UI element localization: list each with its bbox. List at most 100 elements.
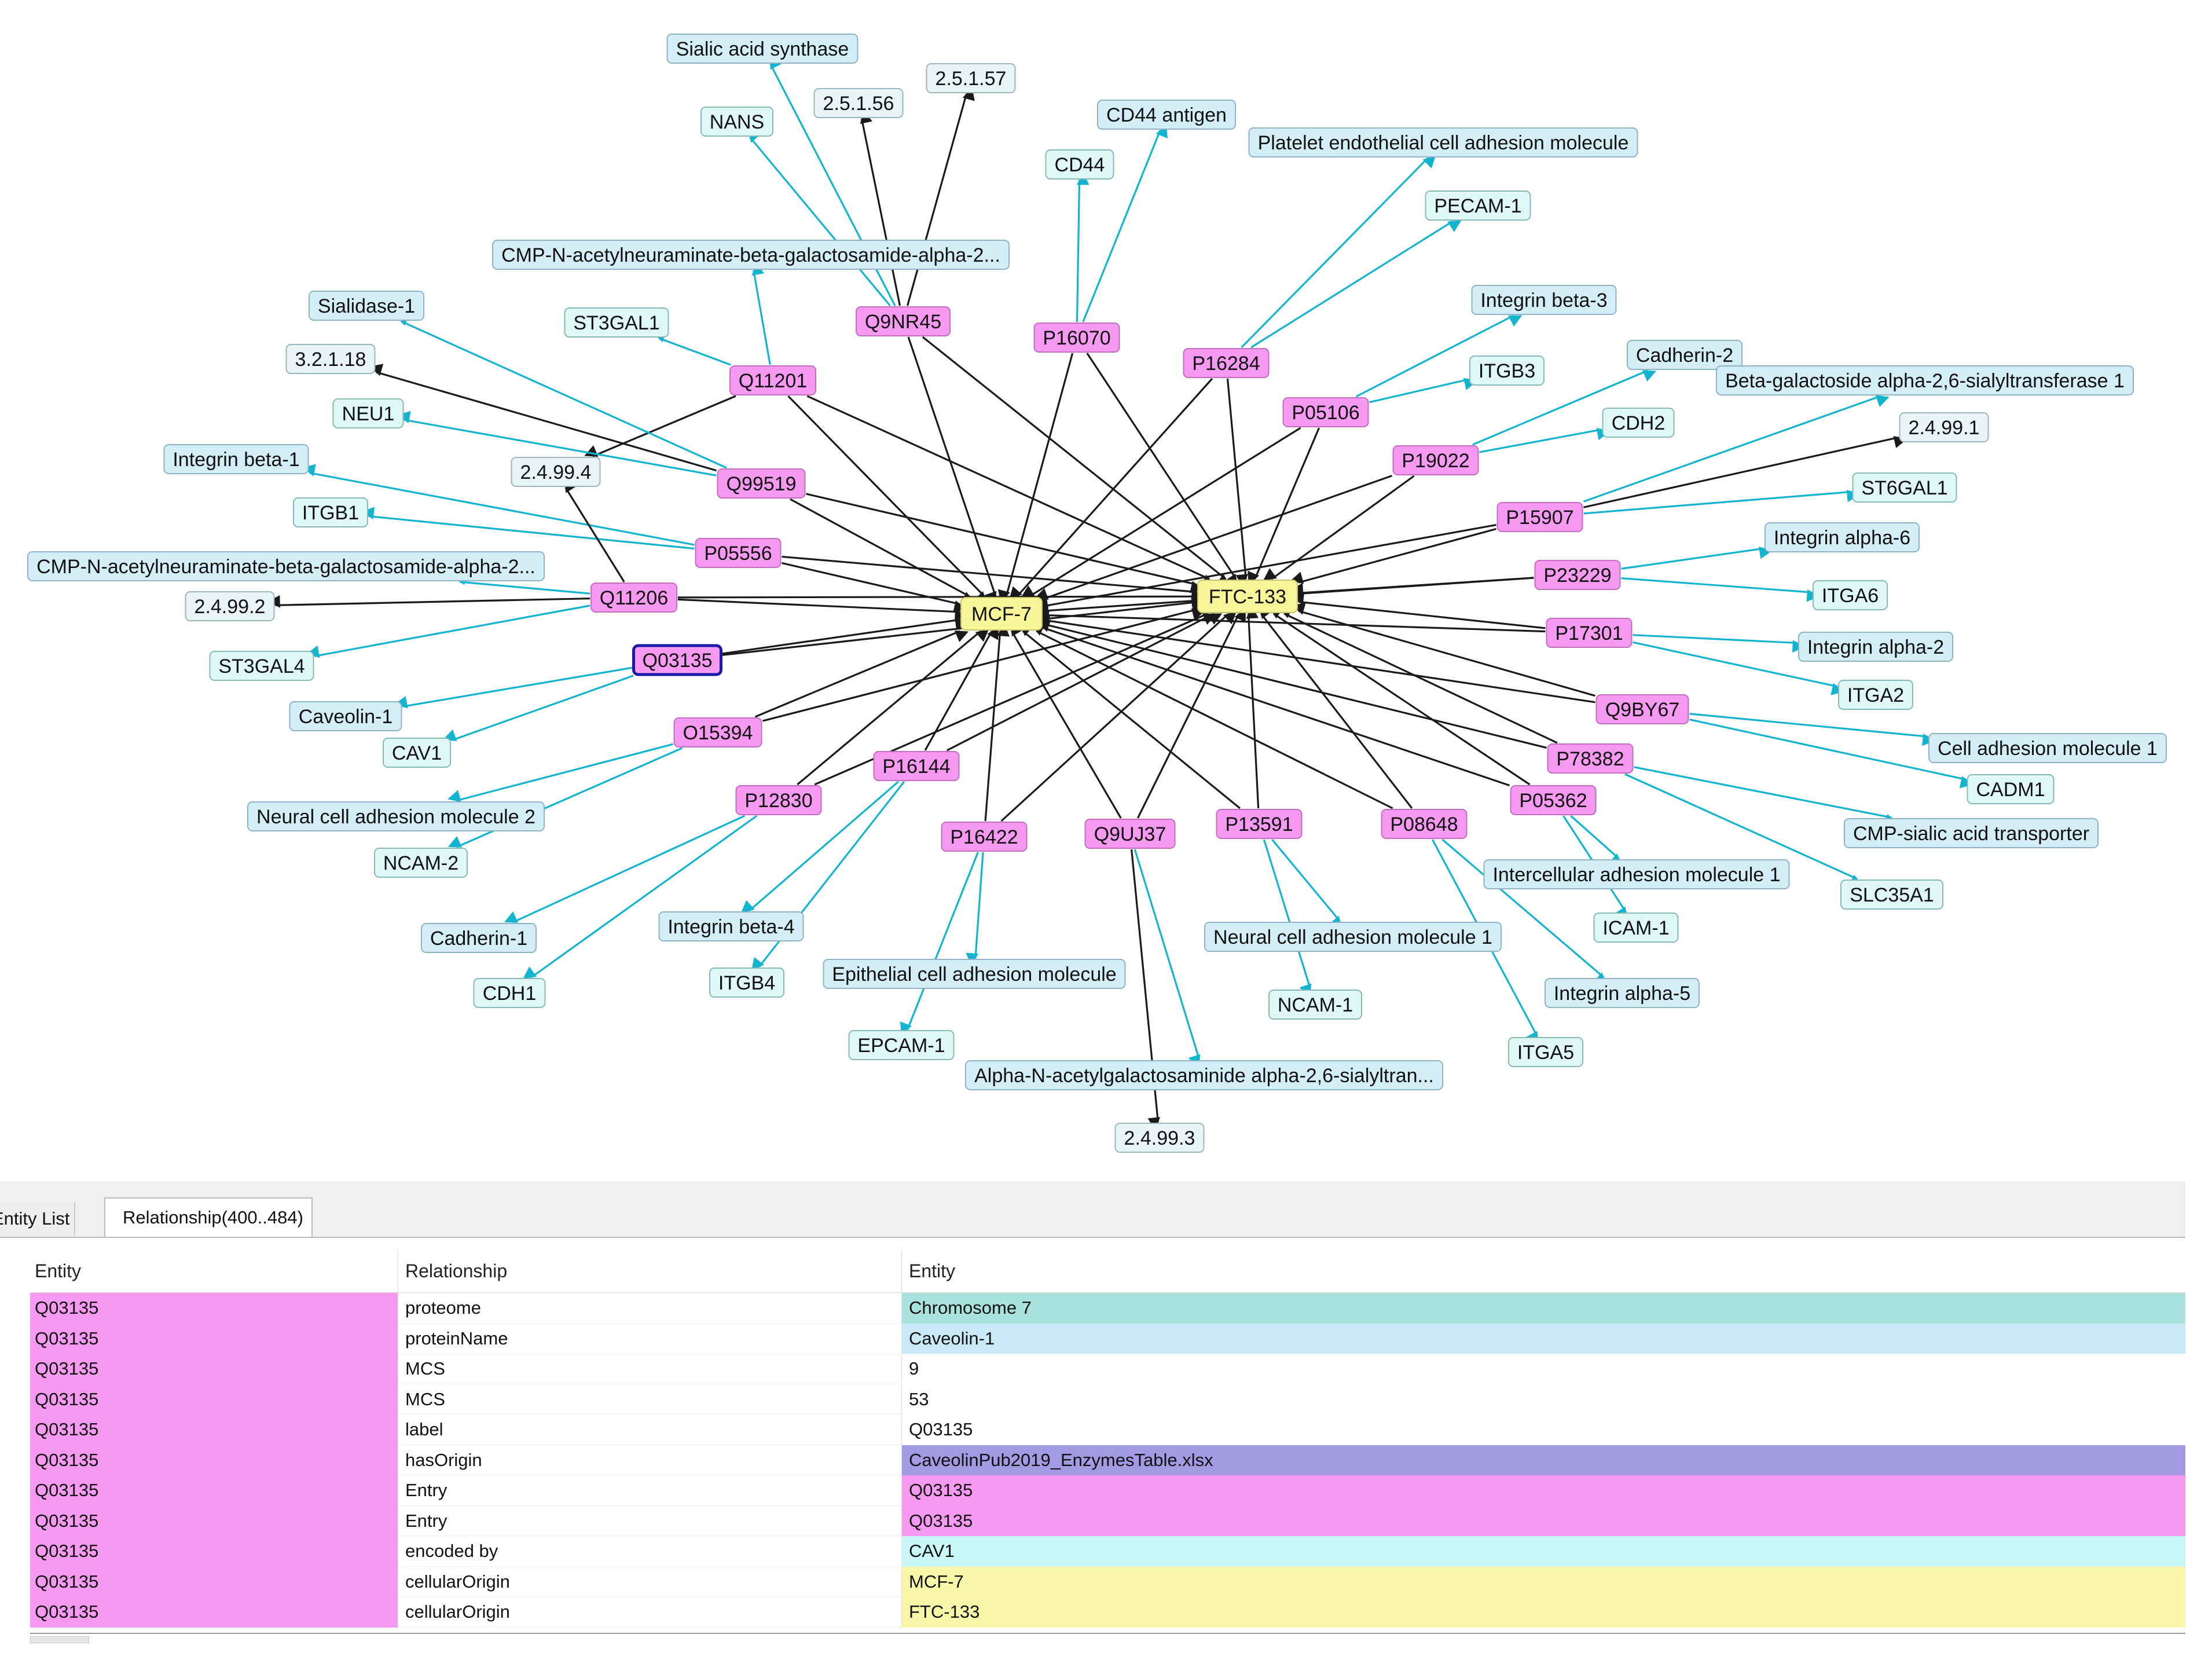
node-st6gal1[interactable]: ST6GAL1 [1852, 472, 1957, 503]
node-itgb4[interactable]: ITGB4 [709, 968, 784, 998]
cell-entity[interactable]: Q03135 [30, 1597, 398, 1628]
node-sialic-synthase[interactable]: Sialic acid synthase [666, 34, 859, 64]
node-icam-name[interactable]: Intercellular adhesion molecule 1 [1483, 859, 1790, 889]
node-cmp-sialic-transporter[interactable]: CMP-sialic acid transporter [1844, 818, 2099, 848]
cell-entity[interactable]: Q03135 [30, 1354, 398, 1384]
cell-target-entity[interactable]: 53 [901, 1384, 2185, 1415]
node-ec-2-5-1-56[interactable]: 2.5.1.56 [813, 88, 904, 118]
tab-entity-list[interactable]: Entity List [0, 1202, 75, 1236]
node-st6galnac-name[interactable]: Alpha-N-acetylgalactosaminide alpha-2,6-… [965, 1060, 1443, 1090]
node-integrin-a2[interactable]: Integrin alpha-2 [1798, 632, 1953, 662]
node-p13591[interactable]: P13591 [1216, 809, 1303, 839]
node-q9uj37[interactable]: Q9UJ37 [1084, 819, 1176, 849]
node-q99519[interactable]: Q99519 [717, 468, 806, 499]
cell-relationship[interactable]: proteinName [398, 1323, 901, 1354]
node-q03135[interactable]: Q03135 [632, 644, 722, 676]
cell-relationship[interactable]: MCS [398, 1354, 901, 1384]
node-pecam-name[interactable]: Platelet endothelial cell adhesion molec… [1248, 127, 1638, 157]
node-p15907[interactable]: P15907 [1496, 502, 1583, 532]
node-mcf7[interactable]: MCF-7 [960, 597, 1043, 631]
node-cdh1[interactable]: CDH1 [473, 978, 546, 1008]
cell-entity[interactable]: Q03135 [30, 1445, 398, 1475]
node-itgb1[interactable]: ITGB1 [293, 497, 368, 527]
cell-target-entity[interactable]: Q03135 [901, 1415, 2185, 1445]
cell-relationship[interactable]: label [398, 1415, 901, 1445]
cell-relationship[interactable]: Entry [398, 1505, 901, 1536]
node-st3gal4[interactable]: ST3GAL4 [209, 651, 314, 681]
cell-relationship[interactable]: cellularOrigin [398, 1566, 901, 1597]
node-ec-2-4-99-1[interactable]: 2.4.99.1 [1899, 412, 1989, 442]
relationship-graph[interactable]: MCF-7FTC-133Q03135Q9NR45P16070P16284Q112… [0, 0, 2212, 1181]
node-ec-3-2-1-18[interactable]: 3.2.1.18 [285, 344, 376, 374]
column-header-relationship[interactable]: Relationship [398, 1249, 901, 1292]
node-cadherin1[interactable]: Cadherin-1 [421, 923, 537, 953]
column-header-entity[interactable]: Entity [35, 1260, 82, 1281]
cell-entity[interactable]: Q03135 [30, 1566, 398, 1597]
cell-target-entity[interactable]: MCF-7 [901, 1566, 2185, 1597]
node-p17301[interactable]: P17301 [1546, 618, 1633, 648]
node-itgb3[interactable]: ITGB3 [1469, 356, 1545, 386]
node-caveolin1[interactable]: Caveolin-1 [289, 701, 402, 731]
node-ec-2-4-99-3[interactable]: 2.4.99.3 [1114, 1123, 1205, 1153]
node-p05556[interactable]: P05556 [695, 538, 782, 568]
node-cmp-sia-alpha2-a[interactable]: CMP-N-acetylneuraminate-beta-galactosami… [492, 240, 1010, 270]
cell-entity[interactable]: Q03135 [30, 1536, 398, 1567]
node-itga6[interactable]: ITGA6 [1813, 580, 1888, 610]
node-p08648[interactable]: P08648 [1381, 809, 1468, 839]
node-sialidase1[interactable]: Sialidase-1 [309, 291, 424, 321]
cell-target-entity[interactable]: Q03135 [901, 1505, 2185, 1536]
cell-relationship[interactable]: hasOrigin [398, 1445, 901, 1475]
node-itga2[interactable]: ITGA2 [1838, 680, 1913, 710]
node-ec-2-4-99-2[interactable]: 2.4.99.2 [185, 591, 275, 621]
node-neu1[interactable]: NEU1 [332, 398, 404, 428]
cell-relationship[interactable]: proteome [398, 1293, 901, 1324]
node-p19022[interactable]: P19022 [1392, 445, 1479, 475]
node-itga5[interactable]: ITGA5 [1508, 1037, 1583, 1067]
cell-relationship[interactable]: MCS [398, 1384, 901, 1415]
node-q9by67[interactable]: Q9BY67 [1595, 694, 1689, 724]
cell-relationship[interactable]: encoded by [398, 1536, 901, 1567]
node-p16284[interactable]: P16284 [1183, 348, 1270, 378]
node-q11201[interactable]: Q11201 [729, 365, 816, 395]
cell-target-entity[interactable]: Caveolin-1 [901, 1323, 2185, 1354]
node-p16144[interactable]: P16144 [873, 751, 960, 781]
cell-entity[interactable]: Q03135 [30, 1293, 398, 1324]
cell-entity[interactable]: Q03135 [30, 1384, 398, 1415]
node-ncam1[interactable]: NCAM-1 [1268, 990, 1362, 1020]
cell-entity[interactable]: Q03135 [30, 1323, 398, 1354]
node-nans[interactable]: NANS [700, 107, 773, 137]
cell-target-entity[interactable]: FTC-133 [901, 1597, 2185, 1628]
node-st3gal1[interactable]: ST3GAL1 [564, 307, 669, 338]
node-integrin-a5[interactable]: Integrin alpha-5 [1545, 978, 1700, 1008]
node-cmp-sia-alpha2-b[interactable]: CMP-N-acetylneuraminate-beta-galactosami… [27, 551, 545, 581]
node-st6gal-name[interactable]: Beta-galactoside alpha-2,6-sialyltransfe… [1716, 365, 2134, 395]
node-q11206[interactable]: Q11206 [590, 582, 677, 613]
node-cadm1[interactable]: CADM1 [1967, 774, 2055, 804]
cell-relationship[interactable]: cellularOrigin [398, 1597, 901, 1628]
node-q9nr45[interactable]: Q9NR45 [856, 306, 951, 336]
node-cav1[interactable]: CAV1 [383, 738, 451, 768]
horizontal-scrollbar[interactable] [30, 1636, 89, 1643]
node-cd44[interactable]: CD44 [1045, 149, 1114, 179]
cell-target-entity[interactable]: CAV1 [901, 1536, 2185, 1567]
node-epcam-name[interactable]: Epithelial cell adhesion molecule [823, 959, 1126, 989]
cell-entity[interactable]: Q03135 [30, 1505, 398, 1536]
node-p12830[interactable]: P12830 [735, 785, 822, 815]
node-ncam2[interactable]: NCAM-2 [374, 848, 468, 878]
node-epcam1[interactable]: EPCAM-1 [848, 1030, 955, 1060]
node-o15394[interactable]: O15394 [673, 717, 762, 747]
node-p05106[interactable]: P05106 [1282, 397, 1369, 427]
node-icam1[interactable]: ICAM-1 [1593, 913, 1679, 943]
node-ftc133[interactable]: FTC-133 [1197, 580, 1298, 613]
tab-relationship[interactable]: Relationship(400..484) [104, 1197, 313, 1237]
column-header-target-entity[interactable]: Entity [901, 1249, 2185, 1292]
cell-target-entity[interactable]: Chromosome 7 [901, 1293, 2185, 1324]
